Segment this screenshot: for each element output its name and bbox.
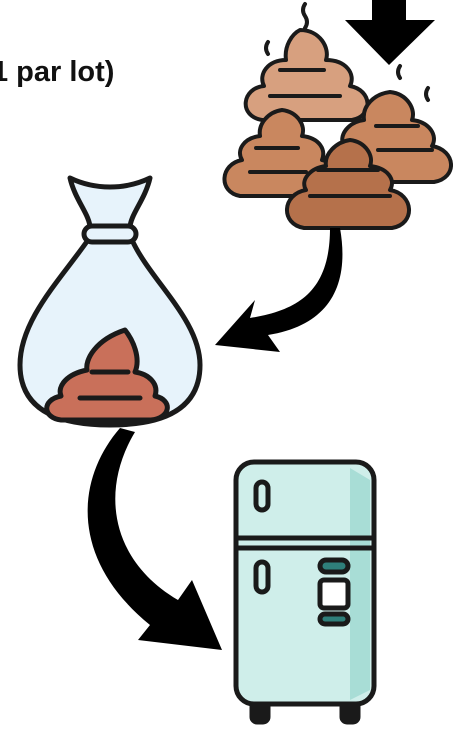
poop-pile-icon — [222, 2, 453, 230]
arrow-bag-to-fridge — [87, 428, 222, 650]
caption-text: 1 par lot) — [0, 56, 115, 88]
plastic-bag-with-poop-icon — [17, 175, 203, 428]
arrow-pile-to-bag — [215, 228, 343, 352]
refrigerator-icon — [233, 459, 377, 725]
top-arrow — [345, 0, 435, 65]
